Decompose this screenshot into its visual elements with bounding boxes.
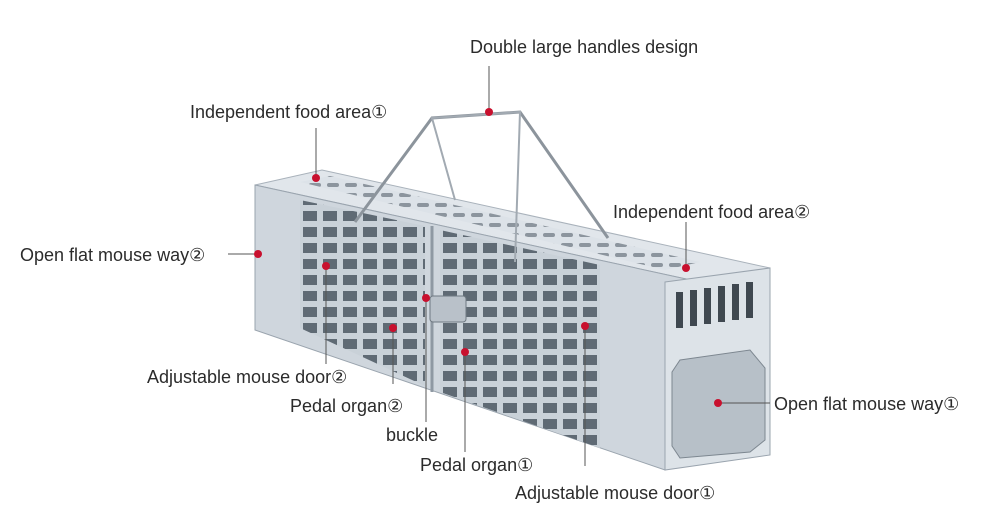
- leader-lines: [228, 66, 770, 466]
- label-mouse-door-1: Adjustable mouse door①: [515, 483, 716, 503]
- label-pedal-organ-2: Pedal organ②: [290, 396, 404, 416]
- marker-dots: [254, 108, 722, 407]
- label-buckle: buckle: [386, 425, 439, 445]
- label-pedal-organ-1: Pedal organ①: [420, 455, 534, 475]
- front-grid-right: [440, 230, 600, 448]
- label-mouse-way-2: Open flat mouse way②: [20, 245, 206, 265]
- front-grid-left: [300, 200, 425, 386]
- handle-wire-rear: [430, 110, 522, 263]
- buckle-clasp: [429, 295, 467, 323]
- label-food-area-2: Independent food area②: [613, 202, 811, 222]
- label-mouse-door-2: Adjustable mouse door②: [147, 367, 348, 387]
- label-handles: Double large handles design: [470, 37, 699, 57]
- label-mouse-way-1: Open flat mouse way①: [774, 394, 960, 414]
- label-food-area-1: Independent food area①: [190, 102, 388, 122]
- top-grid-vents: [300, 176, 700, 270]
- end-face-slots: [676, 282, 753, 328]
